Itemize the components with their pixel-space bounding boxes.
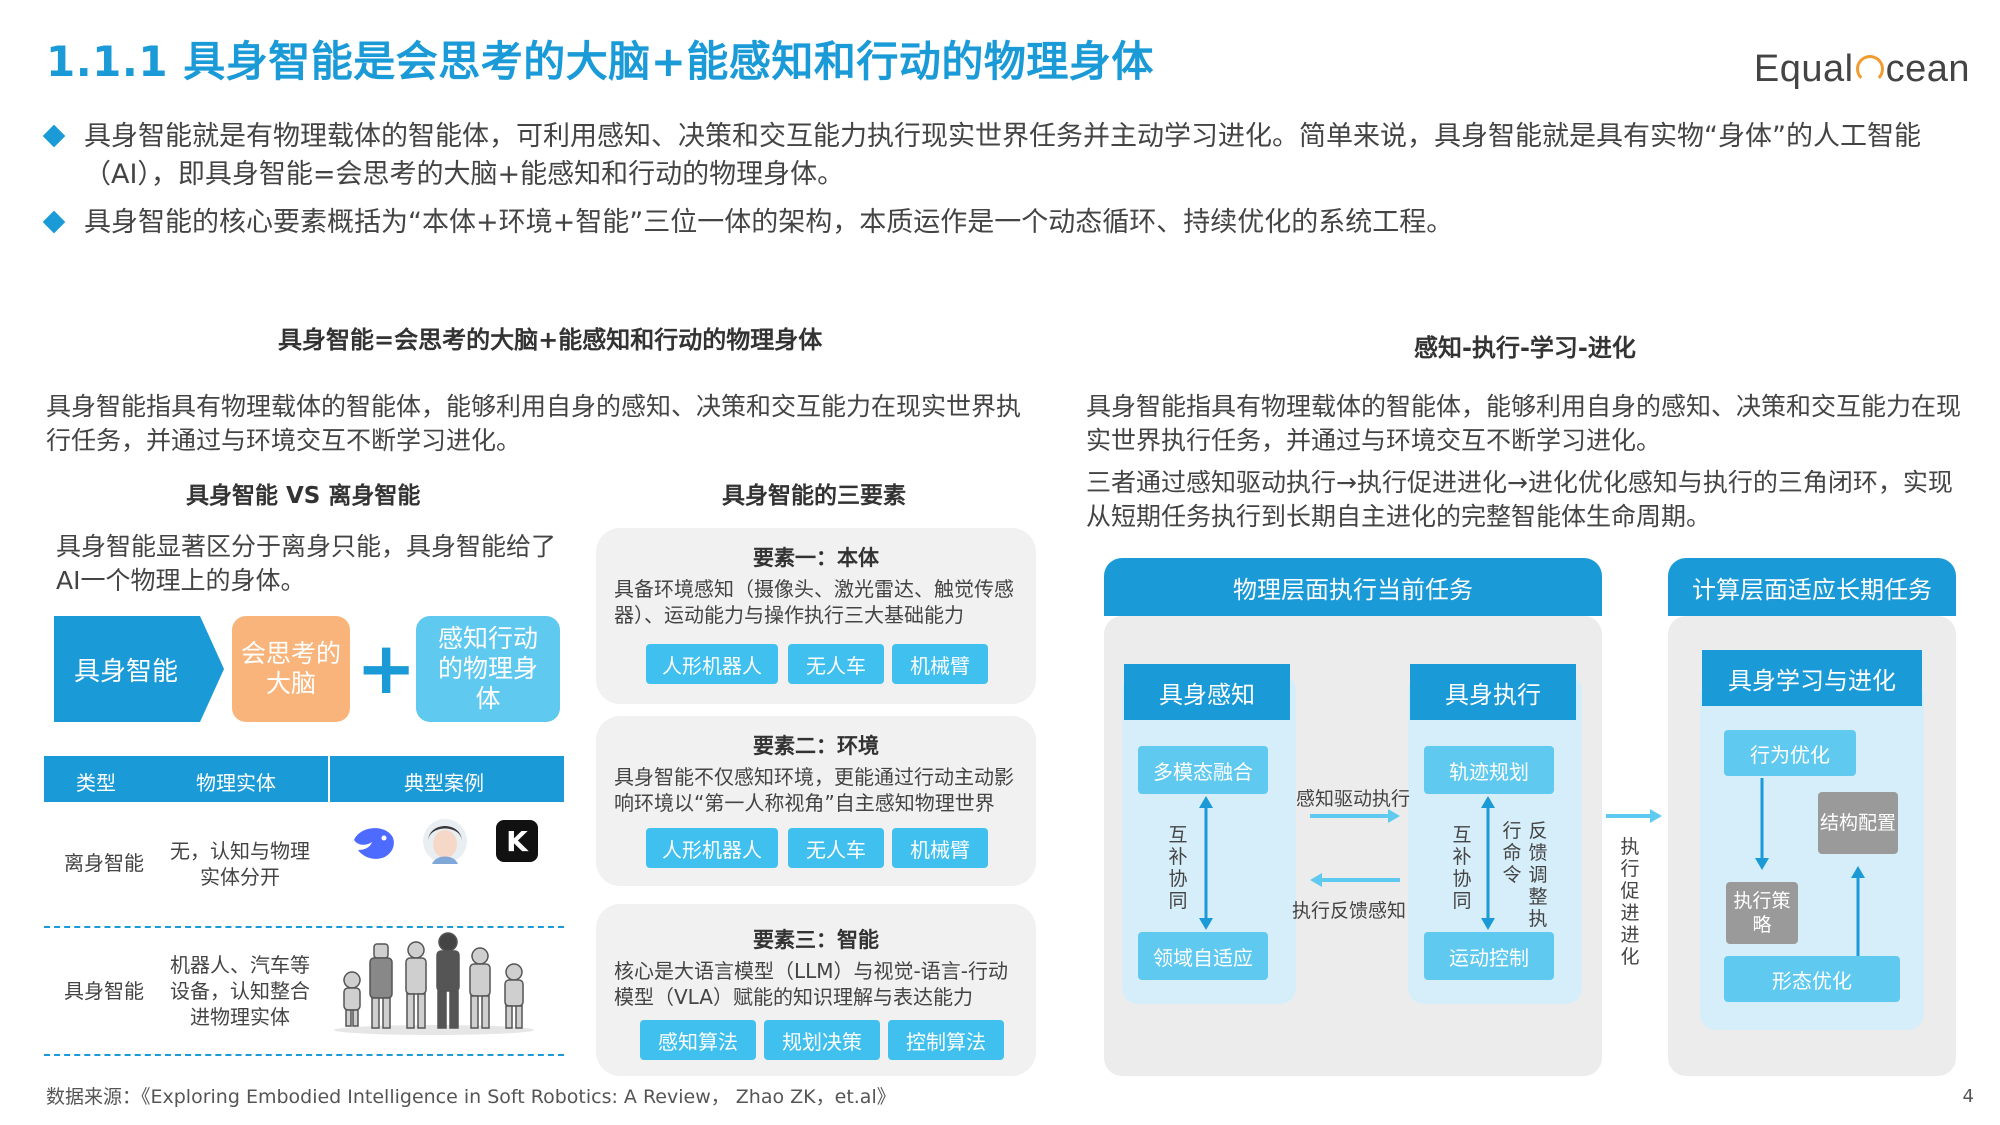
perception-title: 具身感知: [1124, 664, 1290, 720]
right-intro-2: 三者通过感知驱动执行→执行促进进化→进化优化感知与执行的三角闭环，实现从短期任务…: [1086, 466, 1966, 534]
morph-optimization: 形态优化: [1724, 956, 1900, 1002]
chevron-right-icon: [196, 616, 226, 722]
plus-sign: +: [356, 628, 416, 708]
element-3-tag-1: 感知算法: [640, 1020, 756, 1060]
structure-config: 结构配置: [1818, 792, 1898, 854]
k-app-icon: K: [496, 820, 538, 862]
execution-double-arrow: [1478, 796, 1498, 930]
row2-type: 具身智能: [54, 978, 154, 1004]
element-1-title: 要素一：本体: [596, 542, 1036, 572]
arrow-down-icon: [1754, 778, 1770, 870]
execution-strategy: 执行策略: [1726, 882, 1798, 944]
element-2-title: 要素二：环境: [596, 730, 1036, 760]
element-3-desc: 核心是大语言模型（LLM）与视觉-语言-行动模型（VLA）赋能的知识理解与表达能…: [614, 958, 1020, 1010]
execution-bottom: 运动控制: [1424, 932, 1554, 980]
element-1-tag-3: 机械臂: [892, 644, 988, 684]
compute-header: 计算层面适应长期任务: [1668, 558, 1956, 616]
row1-entity: 无，认知与物理实体分开: [162, 838, 318, 890]
element-3-tag-2: 规划决策: [764, 1020, 880, 1060]
body-box: 感知行动的物理身体: [416, 616, 560, 722]
element-3-title: 要素三：智能: [596, 924, 1036, 954]
physical-header: 物理层面执行当前任务: [1104, 558, 1602, 616]
header-divider: [328, 756, 330, 802]
element-2-tag-3: 机械臂: [892, 828, 988, 868]
vs-title: 具身智能 VS 离身智能: [186, 476, 420, 510]
execution-feedback-label: 执行反馈感知: [1292, 896, 1406, 923]
col-cases: 典型案例: [404, 767, 484, 796]
page-title: 1.1.1 具身智能是会思考的大脑+能感知和行动的物理身体: [46, 28, 1154, 89]
element-card-2: 要素二：环境 具身智能不仅感知环境，更能通过行动主动影响环境以“第一人称视角”自…: [596, 716, 1036, 886]
element-1-tag-1: 人形机器人: [646, 644, 778, 684]
left-intro: 具身智能指具有物理载体的智能体，能够利用自身的感知、决策和交互能力在现实世界执行…: [46, 390, 1036, 458]
brain-box: 会思考的大脑: [232, 616, 350, 722]
logo-o-icon: [1856, 55, 1884, 83]
col-type: 类型: [76, 767, 116, 796]
element-1-tag-2: 无人车: [788, 644, 884, 684]
element-card-3: 要素三：智能 核心是大语言模型（LLM）与视觉-语言-行动模型（VLA）赋能的知…: [596, 904, 1036, 1076]
embodied-ai-box: 具身智能: [54, 616, 198, 722]
perception-drives-execution-label: 感知驱动执行: [1296, 784, 1410, 811]
perception-double-arrow: [1196, 796, 1216, 930]
comparison-table-header: 类型 物理实体 典型案例: [44, 756, 564, 802]
page-number: 4: [1963, 1086, 1974, 1107]
element-3-tag-3: 控制算法: [888, 1020, 1004, 1060]
perception-bottom: 领域自适应: [1138, 932, 1268, 980]
table-divider-2: [44, 1054, 564, 1056]
diamond-bullet-icon: [43, 125, 66, 148]
behavior-optimization: 行为优化: [1724, 730, 1856, 776]
execution-promotes-evolution-label: 执行促进进化: [1620, 836, 1640, 968]
left-section-title: 具身智能=会思考的大脑+能感知和行动的物理身体: [278, 320, 822, 355]
vs-desc: 具身智能显著区分于离身只能，具身智能给了AI一个物理上的身体。: [56, 530, 556, 598]
perception-side-label: 互补协同: [1168, 824, 1188, 912]
element-2-tag-2: 无人车: [788, 828, 884, 868]
arrow-to-compute-icon: [1606, 808, 1662, 824]
execution-side-label-1: 互补协同: [1452, 824, 1472, 912]
elements-title: 具身智能的三要素: [722, 476, 906, 510]
avatar-app-icon: [422, 816, 468, 866]
perception-top: 多模态融合: [1138, 746, 1268, 794]
learning-title: 具身学习与进化: [1702, 650, 1922, 706]
robots-illustration: [334, 928, 544, 1036]
right-intro-1: 具身智能指具有物理载体的智能体，能够利用自身的感知、决策和交互能力在现实世界执行…: [1086, 390, 1966, 458]
arrow-up-icon: [1850, 866, 1866, 956]
arrow-left-icon: [1310, 872, 1400, 888]
source-footnote: 数据来源：《Exploring Embodied Intelligence in…: [46, 1082, 896, 1109]
row2-entity: 机器人、汽车等设备，认知整合进物理实体: [162, 952, 318, 1030]
element-2-tag-1: 人形机器人: [646, 828, 778, 868]
right-section-title: 感知-执行-学习-进化: [1414, 328, 1636, 363]
col-entity: 物理实体: [196, 767, 276, 796]
execution-title: 具身执行: [1410, 664, 1576, 720]
whale-app-icon: [350, 820, 400, 864]
arrow-right-icon: [1310, 808, 1400, 824]
execution-side-label-2: 行命令: [1502, 820, 1522, 886]
diamond-bullet-icon: [43, 211, 66, 234]
execution-side-label-3: 反馈调整执: [1528, 820, 1548, 930]
element-2-desc: 具身智能不仅感知环境，更能通过行动主动影响环境以“第一人称视角”自主感知物理世界: [614, 764, 1020, 816]
element-card-1: 要素一：本体 具备环境感知（摄像头、激光雷达、触觉传感器）、运动能力与操作执行三…: [596, 528, 1036, 704]
element-1-desc: 具备环境感知（摄像头、激光雷达、触觉传感器）、运动能力与操作执行三大基础能力: [614, 576, 1020, 628]
execution-top: 轨迹规划: [1424, 746, 1554, 794]
row1-type: 离身智能: [54, 850, 154, 876]
